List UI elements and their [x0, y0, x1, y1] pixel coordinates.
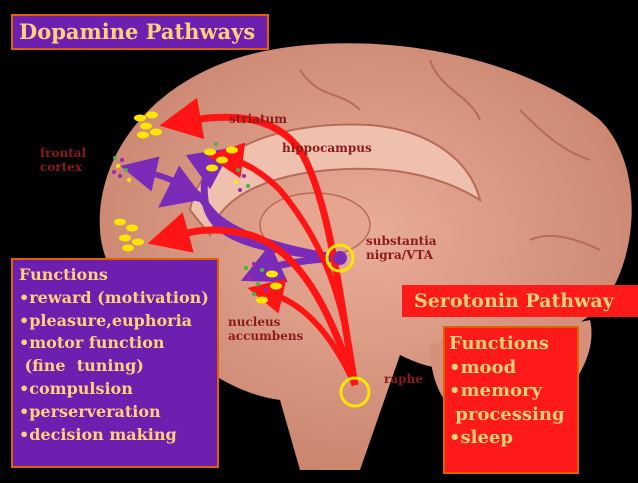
- serotonin-function-item: •mood: [449, 356, 517, 378]
- sulcus-line: [529, 234, 601, 251]
- sulcus-line: [429, 59, 481, 121]
- dopamine-function-item: •reward (motivation): [19, 287, 209, 307]
- dopamine-function-item: •perserveration: [19, 401, 161, 421]
- dopamine-function-item: (fine tuning): [19, 356, 144, 376]
- label-raphe: raphe: [384, 372, 423, 386]
- sulcus-line: [299, 69, 361, 111]
- dopamine-function-item: •decision making: [19, 424, 177, 444]
- dopamine-functions-box: Functions •reward (motivation) •pleasure…: [11, 258, 219, 468]
- dopamine-function-item: •compulsion: [19, 378, 133, 398]
- substantia-nigra-ring: [325, 243, 355, 273]
- dopamine-pathway-frontal: [120, 156, 203, 203]
- serotonin-pathway-striatum: [207, 142, 358, 386]
- dopamine-function-item: •motor function: [19, 333, 165, 353]
- label-striatum: striatum: [229, 112, 287, 126]
- serotonin-pathway-frontal: [147, 212, 359, 387]
- dopamine-functions-heading: Functions: [19, 265, 108, 284]
- serotonin-functions-heading: Functions: [449, 333, 549, 354]
- serotonin-function-item: •memory: [449, 380, 542, 401]
- page-title: Dopamine Pathways: [11, 14, 269, 50]
- dot-cluster-lower-cortex: [114, 218, 144, 252]
- dot-cluster-frontal: [112, 156, 131, 182]
- label-nucleus-accumbens: nucleus accumbens: [228, 315, 304, 343]
- label-substantia-nigra: substantia nigra/VTA: [366, 234, 437, 262]
- corpus-callosum: [188, 123, 482, 238]
- dot-cluster-striatum: [204, 142, 250, 192]
- serotonin-pathway-title: Serotonin Pathway: [402, 285, 638, 317]
- sulcus-line: [519, 109, 591, 161]
- raphe-ring: [339, 376, 371, 408]
- serotonin-function-item: •sleep: [449, 427, 513, 448]
- label-hippocampus: hippocampus: [282, 141, 372, 155]
- serotonin-function-item: processing: [449, 403, 565, 425]
- serotonin-functions-box: Functions •mood •memory processing •slee…: [443, 326, 579, 474]
- substantia-nigra-nucleus: [333, 251, 347, 265]
- dot-cluster-accumbens: [243, 261, 282, 304]
- serotonin-pathway-accumbens: [247, 278, 358, 387]
- dopamine-function-item: •pleasure,euphoria: [19, 310, 193, 330]
- dot-cluster-cortex: [134, 111, 162, 139]
- label-frontal-cortex: frontal cortex: [40, 146, 87, 174]
